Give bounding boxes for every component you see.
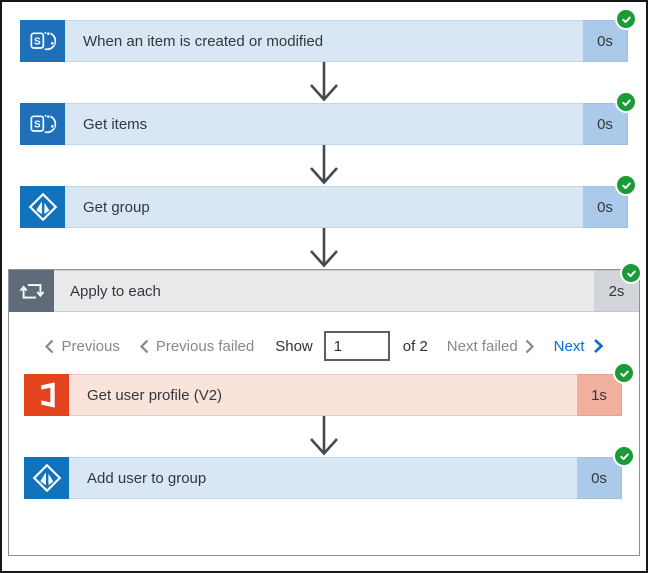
page-input[interactable]: [323, 331, 390, 361]
check-icon: [621, 16, 631, 23]
office365-icon: [24, 374, 69, 416]
action-title: When an item is created or modified: [65, 20, 583, 62]
action-card-get-group[interactable]: Get group 0s: [20, 174, 637, 228]
chevron-left-icon: [45, 339, 54, 353]
azure-ad-icon: [20, 186, 65, 228]
of-total-label: of 2: [402, 337, 428, 355]
next-failed-button[interactable]: Next failed: [447, 338, 535, 355]
arrow-down-icon: [310, 62, 338, 102]
duration-label: 0s: [583, 103, 628, 145]
sharepoint-icon: S: [20, 20, 65, 62]
action-card-get-items[interactable]: S Get items 0s: [20, 91, 637, 145]
check-icon: [619, 453, 629, 460]
chevron-right-icon: [525, 339, 534, 353]
success-badge: [620, 262, 642, 284]
action-title: Get user profile (V2): [69, 374, 577, 416]
chevron-left-icon: [139, 339, 149, 353]
arrow-down-icon: [310, 416, 338, 456]
previous-failed-button[interactable]: Previous failed: [139, 338, 254, 355]
action-title: Get items: [65, 103, 583, 145]
success-badge: [613, 445, 635, 467]
next-button[interactable]: Next: [554, 338, 604, 355]
check-icon: [619, 370, 629, 377]
check-icon: [621, 182, 631, 189]
apply-to-each-header[interactable]: Apply to each 2s: [9, 270, 639, 312]
success-badge: [613, 362, 635, 384]
connector-arrow: [2, 62, 646, 103]
success-badge: [615, 174, 637, 196]
svg-text:S: S: [33, 119, 40, 130]
arrow-down-icon: [310, 145, 338, 185]
pagination-bar: Previous Previous failed Show of 2 Next …: [9, 330, 639, 362]
check-icon: [626, 270, 636, 277]
connector-arrow: [2, 228, 646, 269]
sharepoint-icon: S: [20, 103, 65, 145]
action-title: Get group: [65, 186, 583, 228]
success-badge: [615, 8, 637, 30]
chevron-right-icon: [593, 339, 603, 353]
success-badge: [615, 91, 637, 113]
duration-label: 0s: [583, 20, 628, 62]
duration-label: 1s: [577, 374, 622, 416]
arrow-down-icon: [310, 228, 338, 268]
action-card-when-item-created-or-modified[interactable]: S When an item is created or modified 0s: [20, 8, 637, 62]
apply-to-each-scope: Apply to each 2s Previous Previous faile…: [8, 262, 642, 556]
scope-title: Apply to each: [54, 270, 594, 312]
loop-icon: [9, 270, 54, 312]
show-label: Show: [275, 337, 313, 355]
action-title: Add user to group: [69, 457, 577, 499]
connector-arrow: [2, 145, 646, 186]
action-card-add-user-to-group[interactable]: Add user to group 0s: [24, 445, 635, 499]
action-card-get-user-profile[interactable]: Get user profile (V2) 1s: [24, 362, 635, 416]
duration-label: 0s: [577, 457, 622, 499]
check-icon: [621, 99, 631, 106]
previous-button[interactable]: Previous: [44, 338, 120, 355]
svg-text:S: S: [33, 36, 40, 47]
connector-arrow: [9, 416, 639, 457]
azure-ad-icon: [24, 457, 69, 499]
